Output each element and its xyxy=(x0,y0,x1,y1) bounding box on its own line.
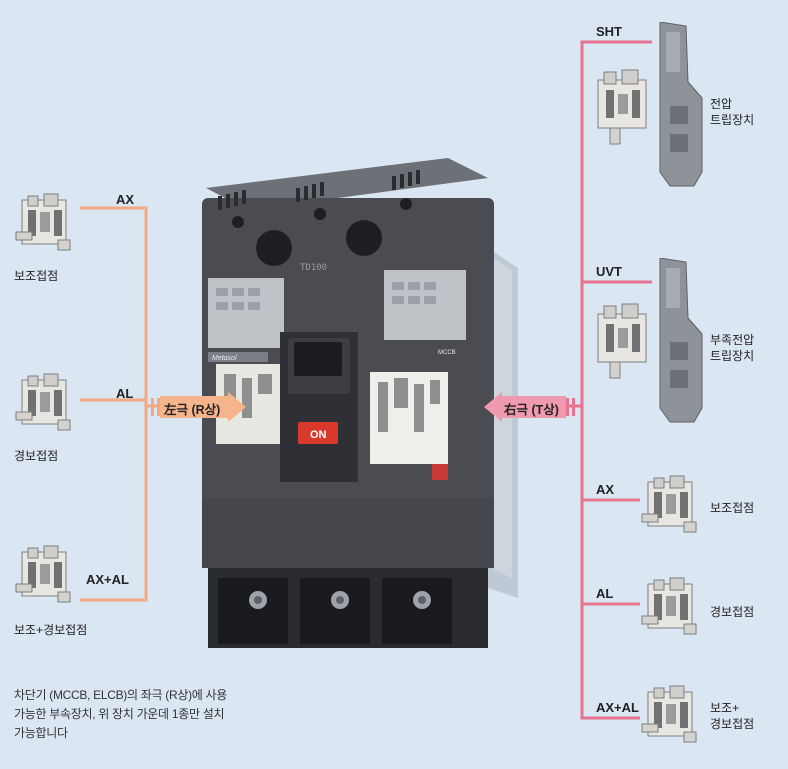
left-item-al-code: AL xyxy=(116,386,134,401)
right-item-ax-al-code: AX+AL xyxy=(596,700,639,715)
right-item-ax-code: AX xyxy=(596,482,615,497)
left-item-al-label: 경보접점 xyxy=(14,449,59,463)
right-item-al-code: AL xyxy=(596,586,614,601)
alarm-contact-icon-right xyxy=(641,577,697,635)
right-item-sht-label-line2: 트립장치 xyxy=(710,113,755,127)
left-item-ax-label: 보조접점 xyxy=(14,269,59,283)
right-item-uvt-label: 부족전압 트립장치 xyxy=(710,332,754,364)
right-pole-arrow-shape xyxy=(484,392,566,422)
right-item-uvt-code: UVT xyxy=(596,264,622,279)
right-item-sht-contact xyxy=(592,66,656,153)
right-item-uvt-label-line1: 부족전압 xyxy=(710,333,755,347)
aux-contact-icon-right xyxy=(641,475,697,533)
breaker-model-text: TD100 xyxy=(300,263,327,273)
right-item-ax-al-label: 보조+ 경보접점 xyxy=(710,700,754,732)
right-item-ax-label: 보조접점 xyxy=(710,501,755,515)
breaker-right-panel xyxy=(384,270,466,340)
note-line-1: 차단기 (MCCB, ELCB)의 좌극 (R상)에 사용 xyxy=(14,688,228,702)
right-item-uvt-contact xyxy=(592,300,656,387)
right-item-ax-al-label-line1: 보조+ xyxy=(710,701,740,715)
right-bracket-ticks xyxy=(566,398,575,416)
left-item-ax-al xyxy=(14,544,78,611)
left-item-ax-code: AX xyxy=(116,192,135,207)
left-bracket-lines xyxy=(80,206,160,602)
installation-note: 차단기 (MCCB, ELCB)의 좌극 (R상)에 사용 가능한 부속장치, … xyxy=(14,686,264,743)
right-item-al xyxy=(640,576,704,643)
note-line-2: 가능한 부속장치, 위 장치 가운데 1종만 설치 xyxy=(14,707,225,721)
left-pole-arrow-label: 左극 (R상) xyxy=(164,403,221,417)
left-bracket-ticks xyxy=(151,398,160,416)
right-item-sht-label-line1: 전압 xyxy=(710,97,733,111)
left-item-ax-al-code: AX+AL xyxy=(86,572,129,587)
aux-alarm-contact-icon-right xyxy=(641,685,697,743)
shunt-coil-icon xyxy=(597,69,647,145)
right-item-sht-code: SHT xyxy=(596,24,622,39)
note-line-3: 가능합니다 xyxy=(14,726,68,740)
on-button-label: ON xyxy=(310,429,327,441)
left-pole-arrow: 左극 (R상) xyxy=(160,392,246,422)
right-item-sht-trip-unit xyxy=(652,21,704,193)
aux-contact-icon xyxy=(15,193,71,251)
right-item-sht-label: 전압 트립장치 xyxy=(710,96,754,128)
breaker-handle xyxy=(294,342,342,376)
right-item-al-label: 경보접점 xyxy=(710,605,755,619)
on-button xyxy=(298,422,338,444)
right-pole-arrow: 右극 (T상) xyxy=(484,392,566,422)
alarm-contact-icon xyxy=(15,373,71,431)
trip-device-icon-2 xyxy=(659,257,703,423)
breaker-test-button xyxy=(432,464,448,480)
trip-device-icon xyxy=(659,21,703,187)
right-pole-arrow-label: 右극 (T상) xyxy=(504,403,559,417)
right-item-uvt-label-line2: 트립장치 xyxy=(710,349,755,363)
right-item-ax-al xyxy=(640,684,704,751)
left-item-al xyxy=(14,372,78,439)
right-item-uvt-trip-unit xyxy=(652,257,704,429)
left-pole-arrow-shape xyxy=(160,392,246,422)
left-item-ax-al-label: 보조+경보접점 xyxy=(14,623,88,637)
breaker-mccb-text: MCCB xyxy=(438,350,456,356)
breaker-brand-text: Metasol xyxy=(212,355,237,362)
left-item-ax xyxy=(14,192,78,259)
right-item-ax-al-label-line2: 경보접점 xyxy=(710,717,755,731)
aux-alarm-contact-icon xyxy=(15,545,71,603)
right-item-ax xyxy=(640,474,704,541)
undervoltage-coil-icon xyxy=(597,303,647,379)
